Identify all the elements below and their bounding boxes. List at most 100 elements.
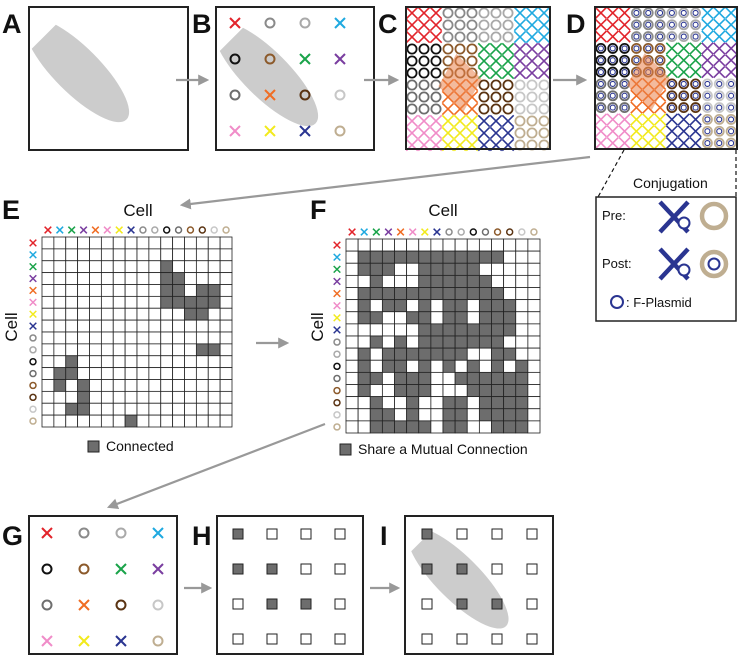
matrix-f-cell-13-14 (515, 396, 529, 410)
matrix-e-cell-11-14 (207, 367, 221, 380)
matrix-f-cell-8-1 (357, 335, 371, 349)
matrix-e-row-symbol-4 (29, 286, 37, 295)
matrix-e-cell-14-5 (100, 402, 114, 416)
matrix-f-cell-15-13 (503, 420, 517, 434)
matrix-f-cell-11-13 (503, 371, 517, 385)
panel-b-cell-0 (229, 17, 241, 29)
panel-i-node-7 (526, 563, 538, 575)
matrix-f-cell-5-14 (515, 299, 529, 313)
panel-i-node-15 (526, 633, 538, 645)
matrix-e-cell-8-14 (207, 331, 221, 345)
matrix-f-cell-15-10 (466, 420, 480, 434)
matrix-f-cell-10-1 (357, 359, 371, 373)
inset-guide-left (597, 149, 625, 198)
panel-h-node-13 (266, 633, 278, 645)
matrix-f-cell-3-1 (357, 274, 371, 288)
panel-b-cell-14 (299, 125, 311, 137)
matrix-f-cell-12-3 (381, 384, 395, 398)
matrix-e-cell-13-2 (65, 390, 79, 404)
matrix-e-cell-10-12 (184, 355, 197, 369)
matrix-e-col-symbol-6 (115, 226, 124, 234)
matrix-e-cell-4-1 (53, 284, 67, 297)
matrix-f-col-symbol-5 (408, 228, 417, 236)
matrix-f-cell-7-8 (442, 323, 456, 337)
matrix-e-col-symbol-8 (139, 226, 147, 234)
matrix-e-cell-11-0 (41, 367, 55, 380)
matrix-e-cell-3-15 (219, 272, 233, 285)
matrix-e-cell-1-3 (77, 248, 90, 262)
matrix-e-cell-4-0 (41, 284, 55, 297)
matrix-f-cell-9-2 (369, 347, 383, 361)
matrix-e-cell-9-8 (136, 343, 150, 357)
matrix-f-cell-12-7 (430, 384, 444, 398)
matrix-e-cell-0-0 (41, 236, 55, 250)
matrix-e-cell-11-7 (124, 367, 138, 380)
matrix-e-cell-12-15 (219, 379, 233, 392)
matrix-e-cell-0-12 (184, 236, 197, 250)
matrix-f-cell-4-15 (527, 287, 541, 301)
matrix-e-cell-11-2 (65, 367, 79, 380)
panel-g-cell-12 (41, 635, 53, 647)
matrix-e-row-symbol-15 (29, 417, 37, 425)
matrix-e-cell-1-5 (100, 248, 114, 262)
matrix-f-cell-0-14 (515, 238, 529, 252)
panel-c-tiles (405, 6, 551, 152)
matrix-f-col-symbol-1 (360, 228, 369, 236)
matrix-e-cell-14-14 (207, 402, 221, 416)
matrix-f-cell-2-5 (406, 262, 420, 276)
panel-d-tile-15 (702, 113, 737, 149)
panel-g-cell-1 (78, 527, 90, 539)
matrix-f-cell-8-4 (394, 335, 408, 349)
matrix-f-cell-9-5 (406, 347, 420, 361)
matrix-e-cell-8-8 (136, 331, 150, 345)
matrix-e-cell-15-11 (172, 414, 185, 428)
matrix-e-cell-4-9 (148, 284, 162, 297)
matrix-f-cell-12-0 (345, 384, 359, 398)
matrix-e-cell-5-2 (65, 295, 79, 309)
matrix-e-col-symbol-1 (55, 226, 64, 234)
matrix-f-cell-5-9 (454, 299, 468, 313)
matrix-e-cell-3-11 (172, 272, 185, 285)
matrix-f-cell-11-2 (369, 371, 383, 385)
matrix-e-cell-4-3 (77, 284, 90, 297)
matrix-e-cell-2-2 (65, 260, 79, 274)
panel-b-cell-15 (334, 125, 346, 137)
matrix-f-row-symbol-6 (333, 313, 341, 322)
panel-g-cell-2 (115, 527, 127, 539)
panel-d-tile-6 (665, 42, 702, 79)
panel-i-node-5 (456, 563, 468, 575)
matrix-f-cell-4-4 (394, 287, 408, 301)
panel-b-cell-3 (334, 17, 346, 29)
matrix-f-cell-10-14 (515, 359, 529, 373)
matrix-e-cell-6-5 (100, 307, 114, 321)
matrix-e-cell-6-12 (184, 307, 197, 321)
panel-i-ellipse (407, 527, 509, 629)
matrix-e-cell-10-6 (112, 355, 126, 369)
matrix-f-cell-8-12 (491, 335, 505, 349)
matrix-e-cell-2-1 (53, 260, 67, 274)
matrix-e-cell-7-2 (65, 319, 79, 333)
matrix-e-row-symbol-2 (29, 262, 37, 271)
matrix-f-cell-13-2 (369, 396, 383, 410)
matrix-f-axis-symbols (333, 228, 538, 431)
matrix-f-cell-13-6 (418, 396, 432, 410)
matrix-f-cell-1-14 (515, 250, 529, 264)
matrix-e-cell-3-8 (136, 272, 150, 285)
matrix-e-cell-14-1 (53, 402, 67, 416)
matrix-f-cell-14-15 (527, 408, 541, 422)
matrix-e-row-symbol-12 (29, 381, 37, 390)
matrix-f-cell-12-11 (478, 384, 492, 398)
panel-g-cell-7 (152, 563, 164, 575)
matrix-e-cell-2-0 (41, 260, 55, 274)
matrix-f-cell-14-10 (466, 408, 480, 422)
panel-b-cell-1 (264, 17, 276, 29)
matrix-e-cell-7-9 (148, 319, 162, 333)
panel-d-tile-11 (702, 78, 737, 113)
matrix-e-cell-11-4 (89, 367, 102, 380)
matrix-e-cell-13-4 (89, 390, 102, 404)
matrix-e-cell-11-13 (195, 367, 209, 380)
matrix-e-col-symbol-9 (151, 226, 159, 234)
matrix-f-cell-15-3 (381, 420, 395, 434)
matrix-e-cell-6-9 (148, 307, 162, 321)
matrix-e-cell-7-4 (89, 319, 102, 333)
